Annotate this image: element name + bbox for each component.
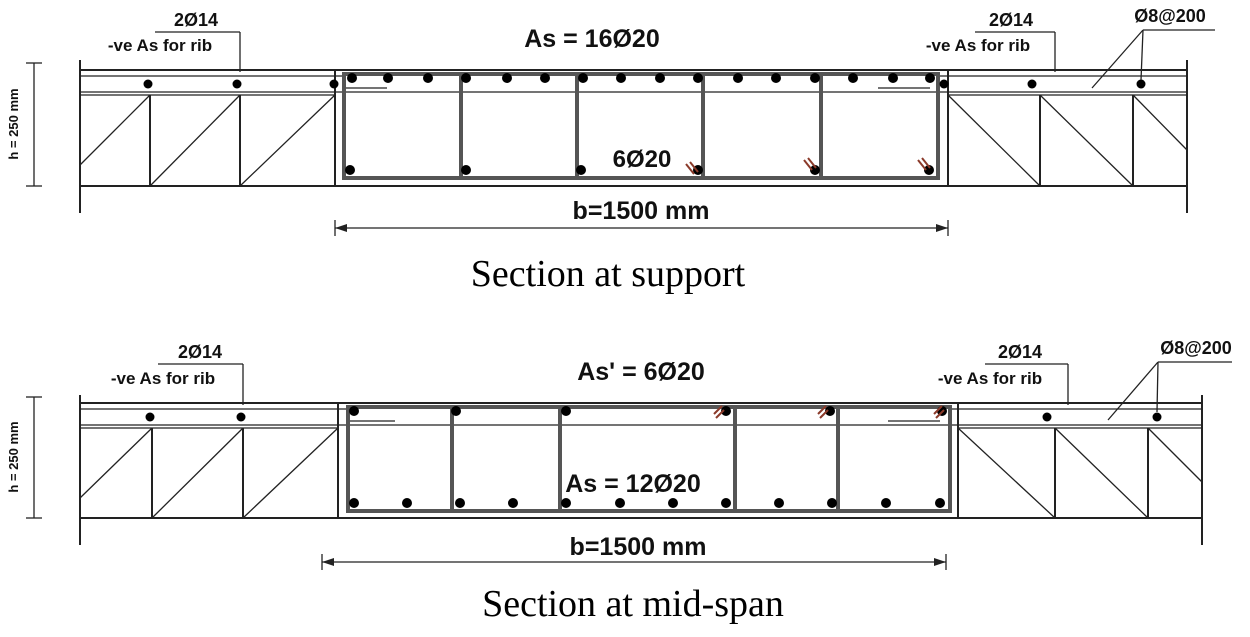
bottom-reinforcement-label: 6Ø20 <box>613 146 672 173</box>
slab-bars-label: Ø8@200 <box>1160 338 1232 358</box>
bottom-bar <box>461 165 471 175</box>
width-label: b=1500 mm <box>573 197 710 225</box>
rib-bar <box>939 79 949 89</box>
stirrup-hooks <box>713 405 945 419</box>
bottom-bar <box>774 498 784 508</box>
top-bar <box>655 73 665 83</box>
bottom-bar <box>402 498 412 508</box>
section-support: h = 250 mm <box>6 6 1215 295</box>
bottom-bar <box>561 498 571 508</box>
rib-bars-label: 2Ø14 <box>178 342 222 362</box>
rib-bar <box>1152 412 1162 422</box>
top-bar <box>693 73 703 83</box>
rib-bars <box>145 412 1162 422</box>
width-dimension: b=1500 mm <box>334 197 949 236</box>
rib-bar <box>145 412 155 422</box>
section-caption: Section at mid-span <box>482 583 784 625</box>
top-bar <box>888 73 898 83</box>
rib-desc-label: -ve As for rib <box>108 36 212 55</box>
bottom-bar <box>881 498 891 508</box>
rib-bar <box>1136 79 1146 89</box>
height-dimension: h = 250 mm <box>6 62 42 187</box>
bottom-bar <box>935 498 945 508</box>
bottom-bar <box>349 498 359 508</box>
rib-desc-label: -ve As for rib <box>938 369 1042 388</box>
hollow-blocks-right <box>947 70 1188 187</box>
bottom-bar <box>615 498 625 508</box>
top-bars <box>347 73 935 83</box>
width-label: b=1500 mm <box>570 533 707 561</box>
top-bar <box>578 73 588 83</box>
bottom-bar <box>508 498 518 508</box>
top-bar <box>561 406 571 416</box>
rib-desc-label: -ve As for rib <box>111 369 215 388</box>
top-reinforcement-label: As' = 6Ø20 <box>577 358 705 386</box>
bottom-bar <box>810 165 820 175</box>
section-caption: Section at support <box>471 253 746 295</box>
rib-bars <box>143 79 1146 89</box>
top-bar <box>349 406 359 416</box>
rib-bar <box>232 79 242 89</box>
bottom-bars <box>345 165 934 175</box>
top-bar <box>461 73 471 83</box>
rib-bar <box>236 412 246 422</box>
height-dimension: h = 250 mm <box>6 396 42 519</box>
stirrups <box>346 405 952 513</box>
top-bar <box>733 73 743 83</box>
rib-bar <box>143 79 153 89</box>
slab-reinforcement-note: Ø8@200 <box>1091 6 1215 89</box>
top-bar <box>810 73 820 83</box>
rib-bar <box>1027 79 1037 89</box>
section-midspan: h = 250 mm <box>6 338 1232 625</box>
bottom-bar <box>455 498 465 508</box>
hollow-blocks-left <box>79 70 336 187</box>
top-bar <box>383 73 393 83</box>
rib-bars-label: 2Ø14 <box>998 342 1042 362</box>
top-bar <box>721 406 731 416</box>
top-bars <box>349 406 947 416</box>
height-label: h = 250 mm <box>6 421 21 492</box>
slab-outline <box>79 395 1203 545</box>
rib-desc-label: -ve As for rib <box>926 36 1030 55</box>
rib-note-left: 2Ø14 -ve As for rib <box>108 10 241 72</box>
top-bar <box>540 73 550 83</box>
rib-note-right: 2Ø14 -ve As for rib <box>938 342 1069 405</box>
bottom-bar <box>576 165 586 175</box>
bottom-bar <box>345 165 355 175</box>
bottom-bars <box>349 498 945 508</box>
rib-bars-label: 2Ø14 <box>989 10 1033 30</box>
bottom-reinforcement-label: As = 12Ø20 <box>565 470 701 498</box>
top-bar <box>423 73 433 83</box>
top-bar <box>925 73 935 83</box>
rib-bar <box>329 79 339 89</box>
bottom-bar <box>668 498 678 508</box>
top-bar <box>502 73 512 83</box>
top-bar <box>451 406 461 416</box>
top-bar <box>771 73 781 83</box>
stirrup-hooks <box>685 157 931 175</box>
rib-bars-label: 2Ø14 <box>174 10 218 30</box>
bottom-bar <box>924 165 934 175</box>
slab-outline <box>79 60 1188 213</box>
slab-bars-label: Ø8@200 <box>1134 6 1206 26</box>
top-bar <box>616 73 626 83</box>
width-dimension: b=1500 mm <box>321 533 947 570</box>
top-bar <box>848 73 858 83</box>
bottom-bar <box>827 498 837 508</box>
rib-note-left: 2Ø14 -ve As for rib <box>111 342 244 405</box>
top-reinforcement-label: As = 16Ø20 <box>524 25 660 53</box>
hollow-blocks-left <box>79 403 339 519</box>
slab-reinforcement-note: Ø8@200 <box>1107 338 1232 421</box>
bottom-bar <box>721 498 731 508</box>
top-bar <box>825 406 835 416</box>
rib-bar <box>1042 412 1052 422</box>
height-label: h = 250 mm <box>6 88 21 159</box>
stirrups <box>342 72 940 180</box>
hollow-blocks-right <box>957 403 1203 519</box>
top-bar <box>347 73 357 83</box>
rib-note-right: 2Ø14 -ve As for rib <box>926 10 1056 72</box>
